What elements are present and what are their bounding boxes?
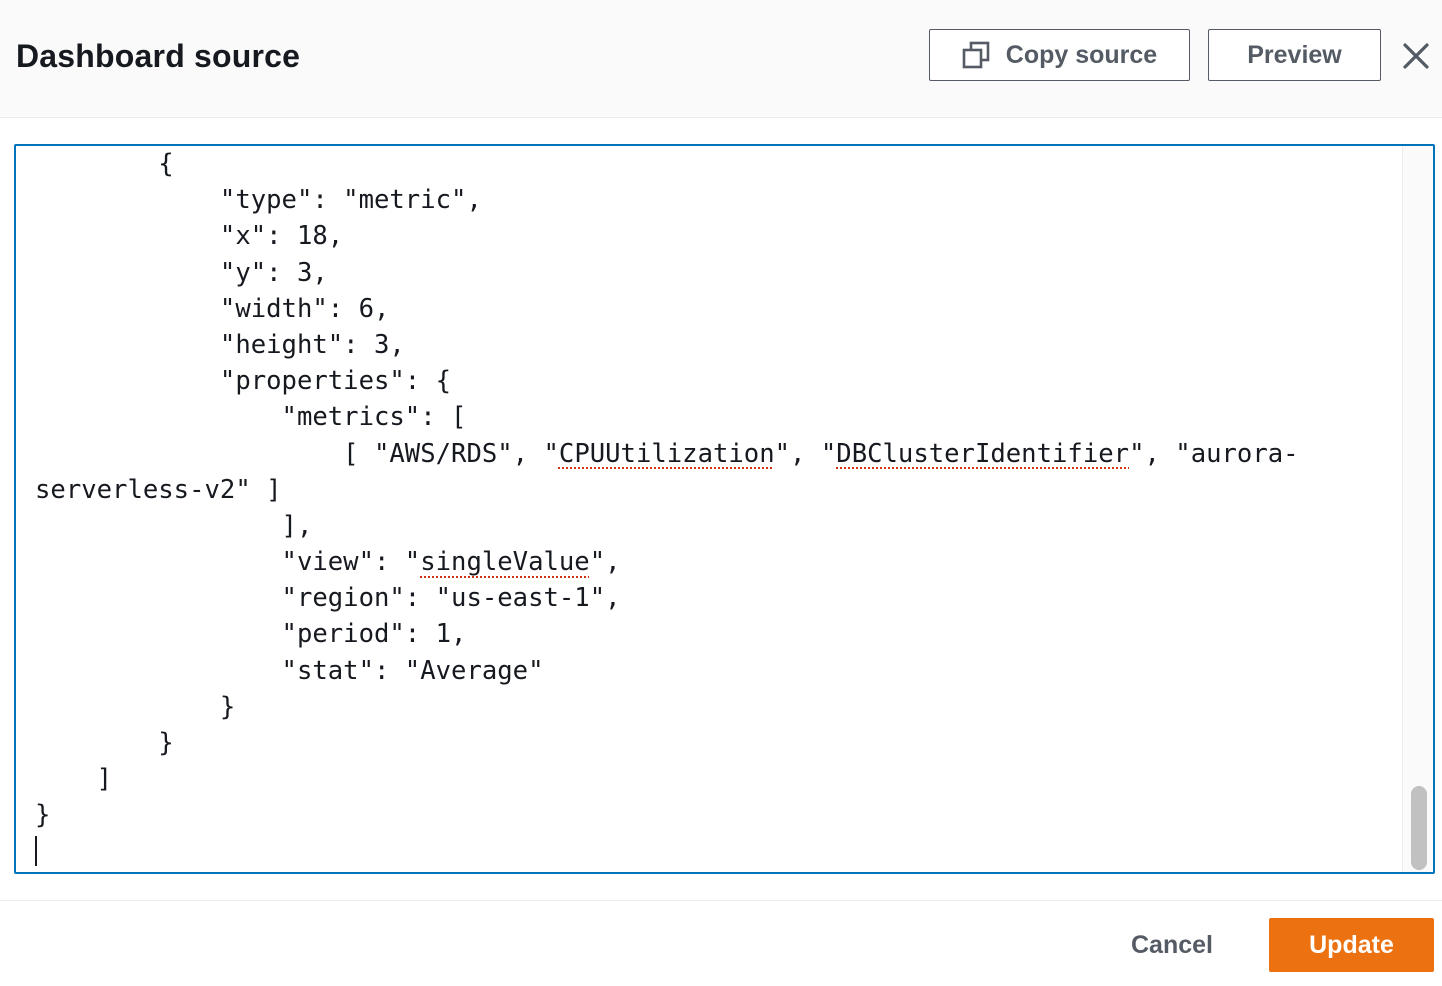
code-line: "properties": { — [35, 366, 452, 397]
close-icon — [1403, 43, 1429, 69]
text-caret — [35, 835, 37, 866]
code-line: "period": 1, — [35, 619, 467, 650]
code-line: "height": 3, — [35, 329, 405, 360]
code-line: "y": 3, — [35, 257, 328, 288]
code-line: serverless-v2" ] — [35, 474, 282, 505]
spellcheck-flagged-word: singleValue — [420, 547, 590, 578]
code-line — [35, 834, 1405, 870]
copy-icon — [962, 41, 990, 69]
modal-header: Dashboard source Copy source Preview — [0, 0, 1442, 118]
editor-scrollbar[interactable] — [1402, 146, 1433, 872]
code-line: ] — [35, 764, 113, 795]
code-line: "stat": "Average" — [35, 655, 544, 686]
copy-source-button[interactable]: Copy source — [929, 29, 1190, 81]
code-line: { — [35, 149, 174, 179]
copy-source-label: Copy source — [1005, 40, 1158, 69]
cancel-button[interactable]: Cancel — [1112, 918, 1232, 972]
code-line: ], — [35, 510, 313, 541]
code-line: "width": 6, — [35, 293, 390, 324]
code-line: "view": "singleValue", — [35, 547, 621, 578]
code-line: } — [35, 800, 51, 831]
update-button[interactable]: Update — [1269, 918, 1434, 972]
source-code[interactable]: { "type": "metric", "x": 18, "y": 3, "wi… — [35, 146, 1405, 870]
code-line: } — [35, 728, 174, 758]
preview-button[interactable]: Preview — [1208, 29, 1381, 81]
code-line: "region": "us-east-1", — [35, 583, 621, 614]
dashboard-source-editor[interactable]: { "type": "metric", "x": 18, "y": 3, "wi… — [14, 144, 1435, 874]
code-line: "metrics": [ — [35, 402, 467, 433]
modal-title: Dashboard source — [16, 38, 301, 74]
code-line: "type": "metric", — [35, 185, 482, 216]
editor-scrollbar-thumb[interactable] — [1411, 786, 1427, 870]
code-line: } — [35, 691, 236, 722]
spellcheck-flagged-word: DBClusterIdentifier — [836, 438, 1130, 469]
footer-divider — [0, 900, 1442, 901]
code-line: "x": 18, — [35, 221, 344, 252]
close-button[interactable] — [1398, 38, 1434, 74]
spellcheck-flagged-word: CPUUtilization — [558, 438, 775, 469]
code-line: [ "AWS/RDS", "CPUUtilization", "DBCluste… — [35, 438, 1299, 469]
